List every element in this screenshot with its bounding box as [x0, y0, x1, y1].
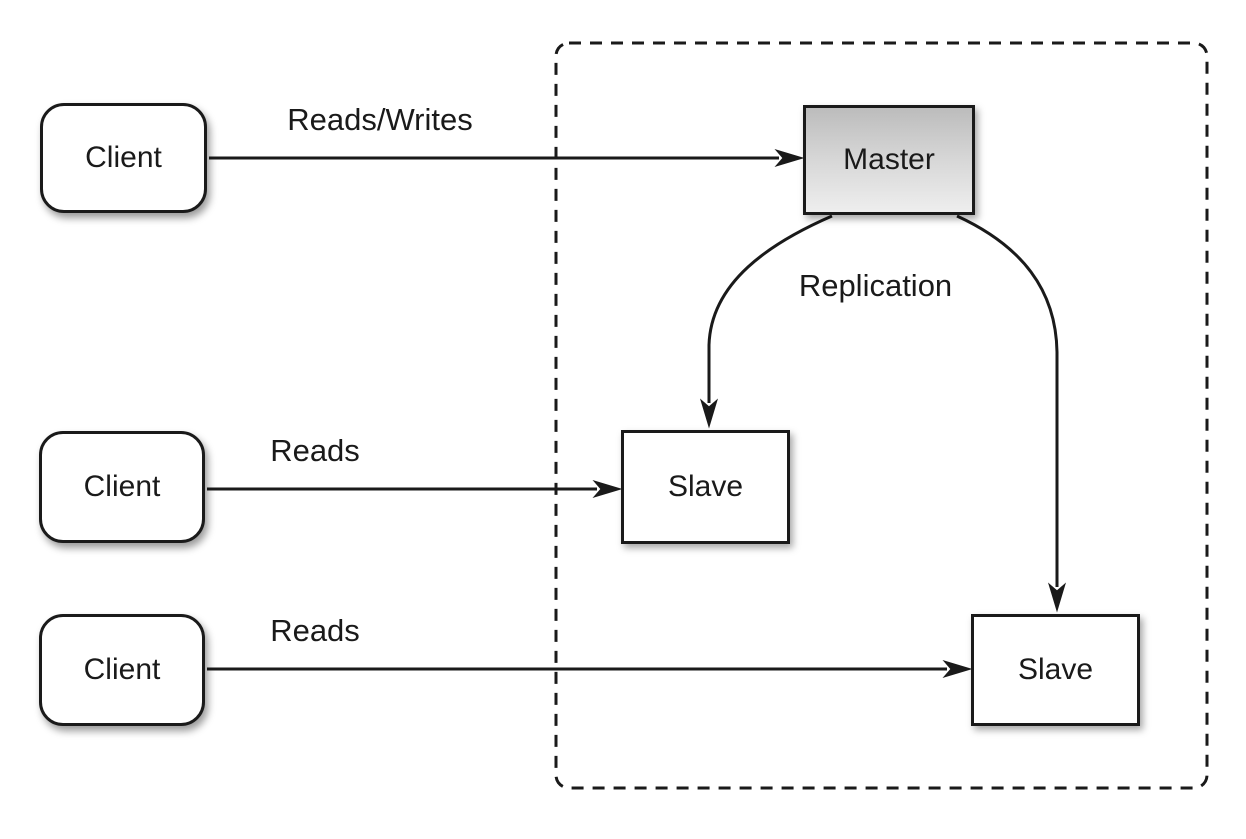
client-node-2-label: Client	[83, 470, 161, 503]
client-node-1: Client	[40, 103, 207, 213]
slave-node-1-label: Slave	[667, 470, 744, 503]
arrow-master-to-slave1	[700, 214, 833, 429]
master-node: Master	[803, 105, 975, 215]
edge-label-reads-writes: Reads/Writes	[287, 102, 473, 137]
slave-node-2-label: Slave	[1017, 653, 1094, 686]
master-node-label: Master	[843, 143, 935, 176]
client-node-2: Client	[39, 431, 205, 543]
slave-node-1: Slave	[621, 430, 790, 544]
client-node-3-label: Client	[83, 653, 161, 686]
edge-label-reads-2: Reads	[270, 613, 360, 648]
client-node-3: Client	[39, 614, 205, 726]
edge-label-replication: Replication	[798, 268, 953, 303]
arrow-master-to-slave2	[956, 214, 1066, 613]
client-node-1-label: Client	[85, 141, 162, 174]
edge-label-reads-1: Reads	[270, 433, 360, 468]
slave-node-2: Slave	[971, 614, 1140, 726]
